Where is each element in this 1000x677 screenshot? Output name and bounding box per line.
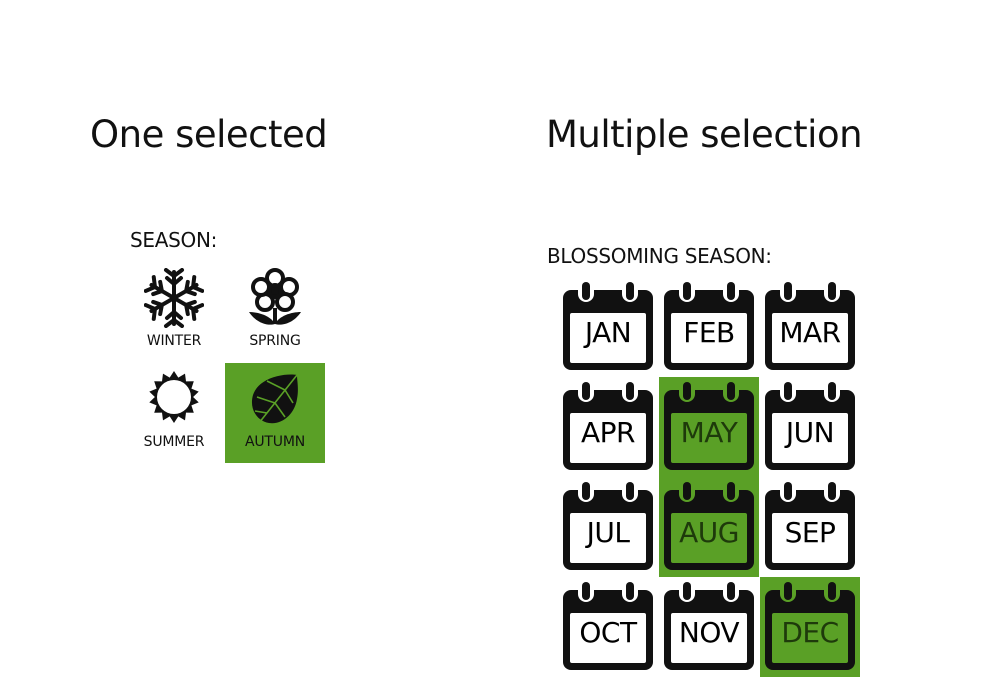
- month-label: OCT: [579, 616, 637, 649]
- month-tile-jun[interactable]: JUN: [760, 377, 860, 477]
- month-tile-mar[interactable]: MAR: [760, 277, 860, 377]
- month-tile-jul[interactable]: JUL: [558, 477, 658, 577]
- season-name-summer: SUMMER: [143, 434, 205, 450]
- season-tile-summer[interactable]: SUMMER: [124, 363, 224, 463]
- month-label: AUG: [679, 516, 739, 549]
- snowflake-icon: [144, 268, 204, 328]
- month-tile-feb[interactable]: FEB: [659, 277, 759, 377]
- month-label: JAN: [584, 316, 632, 349]
- month-label: MAR: [779, 316, 841, 349]
- month-tile-apr[interactable]: APR: [558, 377, 658, 477]
- sun-icon: [149, 371, 199, 423]
- month-tile-may[interactable]: MAY: [659, 377, 759, 477]
- month-tile-aug[interactable]: AUG: [659, 477, 759, 577]
- one-selected-heading: One selected: [90, 113, 328, 156]
- month-label: FEB: [683, 316, 735, 349]
- month-tile-dec[interactable]: DEC: [760, 577, 860, 677]
- leaf-icon: [251, 374, 298, 424]
- season-label: SEASON:: [130, 228, 218, 252]
- season-name-winter: WINTER: [146, 333, 202, 349]
- month-label: JUN: [785, 416, 835, 449]
- month-picker: JAN FEB MAR APR MAY JUN JUL AUG SEP OCT NOV DEC: [558, 277, 860, 677]
- blossoming-season-label: BLOSSOMING SEASON:: [547, 244, 772, 268]
- month-label: NOV: [678, 616, 740, 649]
- season-picker: WINTER SPRING SUMMER: [124, 262, 326, 464]
- month-label: APR: [581, 416, 636, 449]
- month-tile-oct[interactable]: OCT: [558, 577, 658, 677]
- season-name-spring: SPRING: [249, 333, 301, 349]
- month-label: DEC: [781, 616, 839, 649]
- month-tile-nov[interactable]: NOV: [659, 577, 759, 677]
- month-label: MAY: [680, 416, 738, 449]
- month-tile-jan[interactable]: JAN: [558, 277, 658, 377]
- multiple-selection-heading: Multiple selection: [546, 113, 863, 156]
- flower-icon: [249, 268, 301, 325]
- season-tile-winter[interactable]: WINTER: [124, 262, 224, 362]
- month-label: SEP: [784, 516, 836, 549]
- season-name-autumn: AUTUMN: [245, 434, 305, 450]
- month-label: JUL: [586, 516, 630, 549]
- season-tile-spring[interactable]: SPRING: [225, 262, 325, 362]
- season-tile-autumn[interactable]: AUTUMN: [225, 363, 325, 463]
- month-tile-sep[interactable]: SEP: [760, 477, 860, 577]
